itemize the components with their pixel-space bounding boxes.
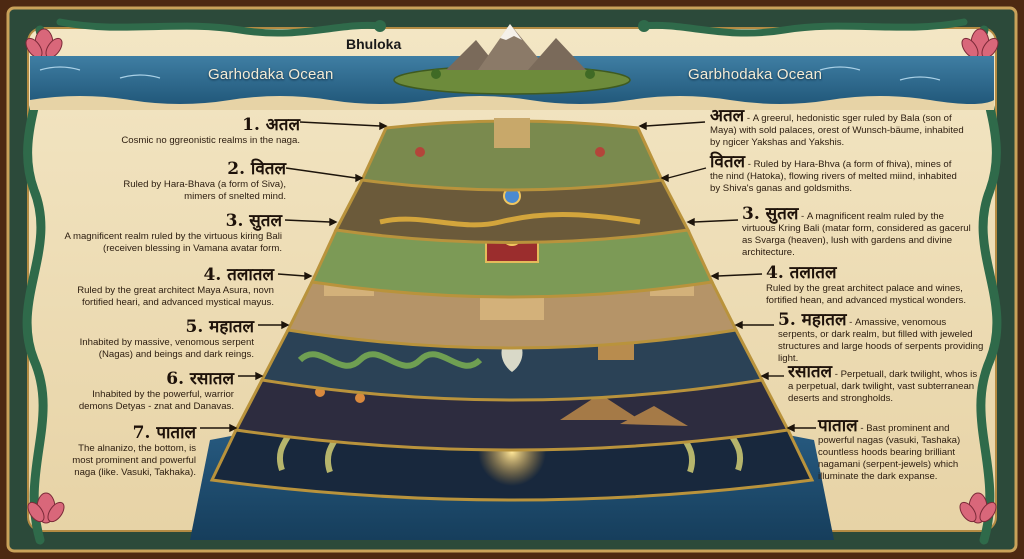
bhuloka-label: Bhuloka [346, 36, 402, 52]
lotus-icon [959, 492, 997, 524]
serpent-left-icon [22, 25, 48, 545]
label-title: 7. पाताल [132, 423, 196, 443]
label-desc: अतल - A greerul, hedonistic sger ruled b… [710, 106, 964, 149]
right-label-vitala: वितल - Ruled by Hara-Bhva (a form of fhi… [710, 152, 966, 195]
left-label-talatala: 4. तलातल Ruled by the great architect Ma… [60, 262, 274, 309]
mountain-icon [528, 38, 586, 70]
right-label-talatala: 4. तलातल Ruled by the great architect pa… [766, 260, 980, 307]
ocean-right-label: Garbhodaka Ocean [688, 66, 823, 83]
temple-icon [494, 118, 530, 148]
label-desc: Ruled by Hara-Bhava (a form of Siva), mi… [123, 179, 286, 202]
label-title: पाताल [818, 416, 858, 436]
label-desc: A magnificent realm ruled by the virtuou… [64, 231, 282, 254]
lotus-icon [961, 28, 999, 60]
label-desc: 3. सुतल - A magnificent realm ruled by t… [742, 204, 971, 259]
right-label-atala: अतल - A greerul, hedonistic sger ruled b… [710, 106, 966, 149]
label-title: 6. रसातल [166, 369, 234, 389]
label-desc: वितल - Ruled by Hara-Bhva (a form of fhi… [710, 152, 957, 195]
right-label-rasatala: रसातल - Perpetuall, dark twilight, whos … [788, 362, 978, 405]
label-title: रसातल [788, 362, 833, 382]
left-label-patala: 7. पाताल The alnanizo, the bottom, is mo… [58, 420, 196, 479]
serpent-right-icon [976, 25, 1002, 545]
label-title: वितल [710, 152, 746, 172]
left-label-rasatala: 6. रसातल Inhabited by the powerful, warr… [56, 366, 234, 413]
label-title: 5. महातल [778, 310, 847, 330]
left-label-mahatala: 5. महातल Inhabited by massive, venomous … [58, 314, 254, 361]
label-desc: Ruled by the great architect palace and … [766, 283, 966, 306]
right-label-patala: पाताल - Bast prominent and powerful naga… [818, 416, 982, 483]
label-title: अतल [710, 106, 745, 126]
right-label-sutala: 3. सुतल - A magnificent realm ruled by t… [742, 204, 978, 259]
lotus-icon [25, 28, 63, 60]
label-desc: The alnanizo, the bottom, is most promin… [72, 443, 196, 478]
label-title: 3. सुतल [742, 204, 799, 224]
label-desc: Ruled by the great architect Maya Asura,… [77, 285, 274, 308]
label-title: 4. तलातल [203, 265, 274, 285]
left-label-vitala: 2. वितल Ruled by Hara-Bhava (a form of S… [120, 156, 286, 203]
left-label-sutala: 3. सुतल A magnificent realm ruled by the… [60, 208, 282, 255]
bhuloka-island [393, 24, 631, 95]
connector-arrows-right [638, 121, 816, 433]
label-title: 3. सुतल [225, 211, 282, 231]
label-desc: Inhabited by massive, venomous serpent (… [79, 337, 254, 360]
label-desc: 5. महातल - Amassive, venomous serpents, … [778, 310, 984, 365]
label-title: 5. महातल [185, 317, 254, 337]
label-desc: Cosmic no ggreonistic realms in the naga… [121, 135, 300, 146]
label-title: 1. अतल [242, 115, 300, 135]
label-desc: Inhabited by the powerful, warrior demon… [78, 389, 234, 412]
tier-atala [359, 118, 665, 192]
ocean-left-label: Garhodaka Ocean [208, 66, 334, 83]
serpent-icon [297, 351, 483, 369]
connector-arrows-left [200, 121, 388, 433]
label-desc: पाताल - Bast prominent and powerful naga… [818, 416, 961, 483]
lotus-icon [27, 492, 65, 524]
label-title: 2. वितल [227, 159, 286, 179]
right-label-mahatala: 5. महातल - Amassive, venomous serpents, … [778, 310, 984, 365]
label-desc: रसातल - Perpetuall, dark twilight, whos … [788, 362, 978, 405]
left-label-atala: 1. अतल Cosmic no ggreonistic realms in t… [110, 112, 300, 147]
label-title: 4. तलातल [766, 263, 837, 283]
mountain-icon [478, 24, 548, 70]
